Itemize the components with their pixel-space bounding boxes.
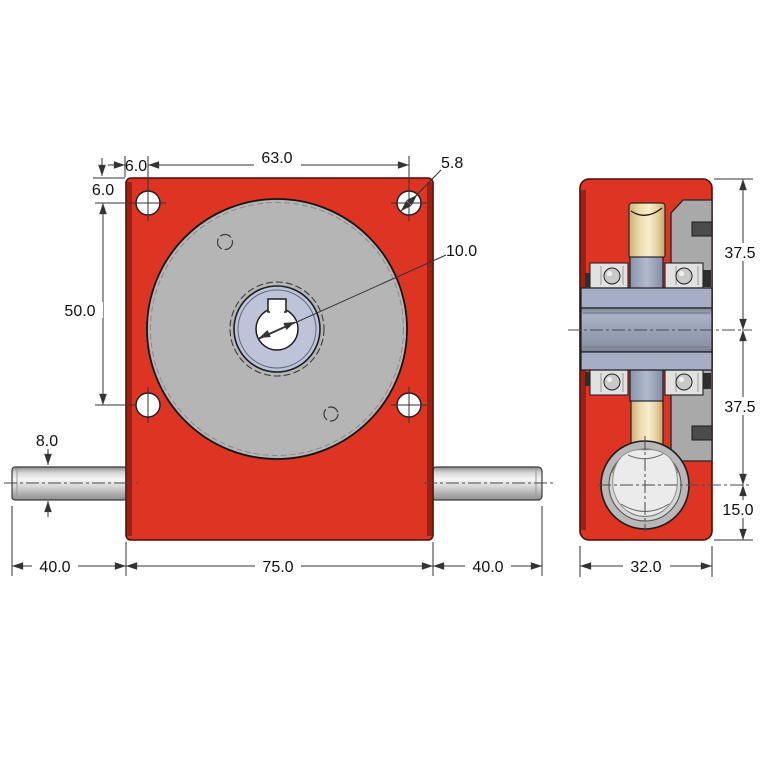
dim-label-hole-dia: 5.8 [441,155,463,172]
bearing-seal-tr [703,270,711,287]
body-left-shade [127,182,132,536]
side-section-view [568,178,752,541]
bearings [585,262,711,396]
dim-label-edge-to-hole-h: 6.0 [125,158,147,175]
bearing-seal-br [703,373,711,389]
cover-screw-hole-top [691,221,713,237]
dim-label-shaft-right-len: 40.0 [472,559,503,576]
hub-neck-bottom [629,369,664,402]
dim-label-shaft-left-len: 40.0 [39,559,70,576]
label-backgrounds-front [32,150,511,574]
bearing-ball-br [675,373,693,391]
dim-label-body-depth: 32.0 [630,559,661,576]
keyway-join [270,305,284,314]
dim-label-hole-span-h: 63.0 [261,150,292,167]
front-dimensions: 6.0 63.0 5.8 6.0 50.0 10.0 8.0 40.0 75.0… [11,150,543,576]
face-hole-upper [216,233,234,251]
side-dimensions: 37.5 37.5 15.0 32.0 [579,178,761,577]
wheel-teeth-ring [150,202,404,456]
worm-section-bottom [630,399,664,447]
dim-label-hole-span-v: 50.0 [64,303,95,320]
bearing-seal-tl [585,273,591,287]
leader-lines-front [258,169,447,340]
wheel-flange-top [580,287,713,309]
bearing-ball-bl [603,373,621,391]
cover-screw-hole-bottom [691,425,713,441]
dim-label-worm-offset: 15.0 [722,502,753,519]
body-right-shade [427,182,432,536]
bearing-ball-tl [603,267,621,285]
dim-label-shaft-dia: 8.0 [36,433,58,450]
dim-label-body-width: 75.0 [262,559,293,576]
label-backgrounds-side [623,243,761,574]
worm-thread-arc-2 [626,510,664,517]
wheel-flange-bottom [580,351,713,371]
dim-label-upper-half: 37.5 [724,245,755,262]
dim-label-bore-dia: 10.0 [446,243,477,260]
dim-label-lower-half: 37.5 [724,399,755,416]
output-bore [255,307,299,351]
worm-top-dome-arc [630,207,663,216]
bearing-ball-tr [675,267,693,285]
hub-inner-ring [237,289,317,369]
hub-chamfer-ring [229,281,325,377]
worm-section-top [628,202,666,259]
face-hole-lower [323,406,339,422]
front-view [4,177,556,541]
bearing-seal-bl [585,372,591,386]
hub-neck-top [629,256,664,290]
dim-label-edge-to-hole-v: 6.0 [92,182,114,199]
